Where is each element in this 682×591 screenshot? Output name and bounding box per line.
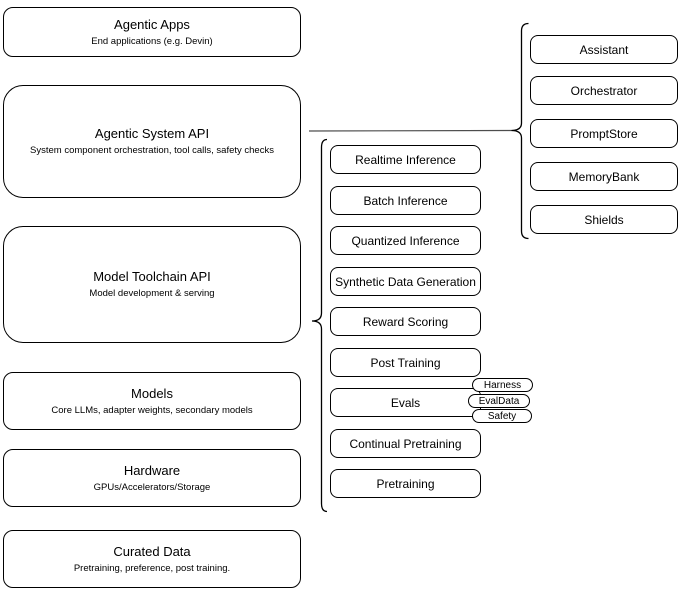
node-subtitle: System component orchestration, tool cal…: [30, 145, 274, 156]
node-label: Quantized Inference: [351, 233, 460, 248]
node-shields: Shields: [530, 205, 678, 234]
node-label: Batch Inference: [363, 193, 448, 208]
node-quantized-inference: Quantized Inference: [330, 226, 481, 255]
node-label: Shields: [584, 212, 624, 227]
node-label: Evals: [390, 395, 421, 410]
node-realtime-inference: Realtime Inference: [330, 145, 481, 174]
node-label: Realtime Inference: [355, 152, 456, 167]
node-agentic-apps: Agentic Apps End applications (e.g. Devi…: [3, 7, 301, 57]
node-subtitle: End applications (e.g. Devin): [91, 35, 213, 47]
pill-label: EvalData: [478, 395, 520, 407]
node-label: Continual Pretraining: [349, 436, 462, 451]
node-memorybank: MemoryBank: [530, 162, 678, 191]
node-title: Models: [131, 385, 173, 401]
node-post-training: Post Training: [330, 348, 481, 377]
node-hardware: Hardware GPUs/Accelerators/Storage: [3, 449, 301, 507]
pill-label: Safety: [487, 410, 517, 422]
node-label: Pretraining: [376, 476, 435, 491]
node-title: Agentic Apps: [114, 16, 190, 32]
node-subtitle: Model development & serving: [89, 288, 215, 299]
toolchain-brace-icon: [311, 138, 328, 513]
pill-label: Harness: [483, 379, 522, 391]
node-label: Assistant: [579, 42, 629, 57]
pill-safety: Safety: [472, 409, 532, 423]
node-label: Post Training: [370, 355, 441, 370]
node-reward-scoring: Reward Scoring: [330, 307, 481, 336]
system-components-brace-icon: [511, 22, 529, 240]
node-synthetic-data-generation: Synthetic Data Generation: [330, 267, 481, 296]
api-to-components-connector: [308, 129, 512, 132]
node-model-toolchain-api: Model Toolchain API Model development & …: [3, 226, 301, 343]
node-subtitle: Pretraining, preference, post training.: [73, 562, 231, 574]
node-label: Reward Scoring: [362, 314, 449, 329]
node-title: Hardware: [123, 462, 181, 478]
node-subtitle: GPUs/Accelerators/Storage: [93, 481, 211, 493]
node-curated-data: Curated Data Pretraining, preference, po…: [3, 530, 301, 588]
node-batch-inference: Batch Inference: [330, 186, 481, 215]
node-subtitle: Core LLMs, adapter weights, secondary mo…: [51, 404, 253, 416]
node-pretraining: Pretraining: [330, 469, 481, 498]
pill-evaldata: EvalData: [468, 394, 530, 408]
node-title: Model Toolchain API: [93, 269, 211, 284]
node-assistant: Assistant: [530, 35, 678, 64]
node-title: Curated Data: [113, 543, 191, 559]
node-agentic-system-api: Agentic System API System component orch…: [3, 85, 301, 198]
node-title: Agentic System API: [94, 126, 210, 141]
node-label: MemoryBank: [568, 169, 640, 184]
node-promptstore: PromptStore: [530, 119, 678, 148]
pill-harness: Harness: [472, 378, 533, 392]
node-orchestrator: Orchestrator: [530, 76, 678, 105]
node-label: Synthetic Data Generation: [335, 274, 476, 289]
node-label: PromptStore: [570, 126, 638, 141]
node-label: Orchestrator: [570, 83, 638, 98]
node-continual-pretraining: Continual Pretraining: [330, 429, 481, 458]
node-models: Models Core LLMs, adapter weights, secon…: [3, 372, 301, 430]
node-evals: Evals: [330, 388, 481, 417]
